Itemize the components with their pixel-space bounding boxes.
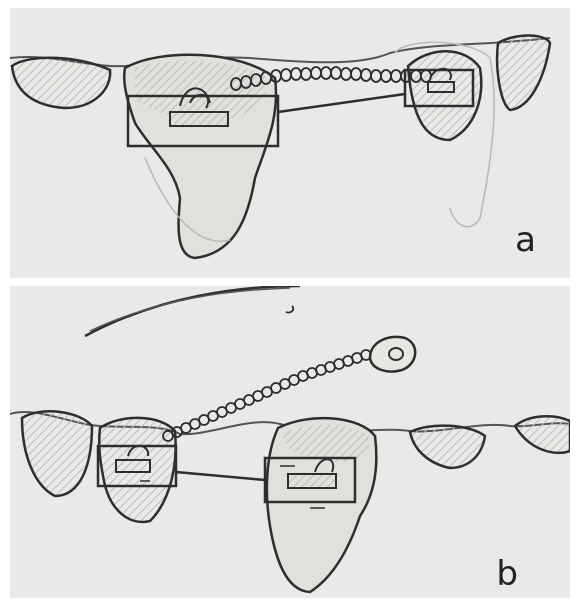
drawing-a — [10, 8, 570, 278]
bracket-right — [428, 82, 454, 92]
palate-arc-inner — [90, 288, 290, 331]
bracket-b-left — [116, 460, 150, 472]
tooth-left — [12, 58, 110, 108]
tooth-b-right-1 — [410, 426, 485, 468]
bracket-left — [170, 112, 228, 126]
panel-label-a: a — [515, 220, 536, 260]
panel-a: a — [10, 8, 570, 278]
tooth-far-right — [497, 36, 550, 111]
mini-screw-icon — [370, 337, 415, 372]
panel-divider — [10, 278, 570, 286]
tooth-b-left — [22, 411, 92, 496]
bracket-b-large — [288, 474, 336, 488]
arch-wire-a — [278, 94, 405, 112]
drawing-b — [10, 286, 570, 598]
tooth-b-right-2 — [515, 416, 570, 452]
arch-wire-b — [176, 472, 265, 480]
tooth-right — [408, 51, 481, 140]
panel-label-b: b — [496, 554, 518, 594]
panel-b: b — [10, 286, 570, 598]
palate-arc — [85, 286, 300, 336]
small-mark — [286, 306, 293, 313]
